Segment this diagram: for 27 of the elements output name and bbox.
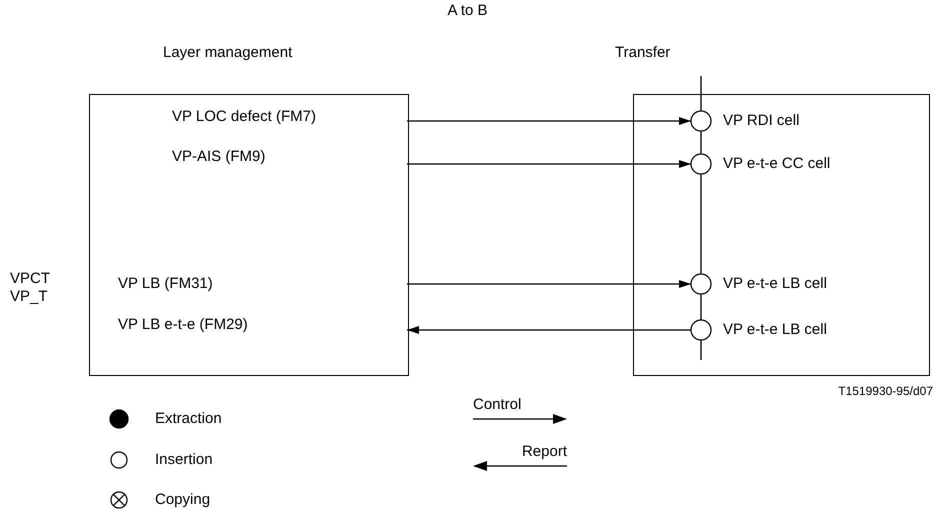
arrow (407, 117, 691, 125)
cell-label: VP e-t-e LB cell (723, 275, 827, 293)
cell-flow-line (700, 131, 702, 154)
legend-label: Insertion (155, 451, 213, 469)
signal-label: VP LOC defect (FM7) (172, 108, 316, 126)
heading: Layer management (163, 44, 292, 62)
cell-flow-line (700, 76, 702, 111)
arrow (407, 160, 691, 168)
side-label: VPCT VP_T (10, 270, 51, 306)
cell-label: VP RDI cell (723, 112, 800, 130)
cell-flow-line (700, 294, 702, 320)
cell-label: VP e-t-e LB cell (723, 321, 827, 339)
heading: Transfer (615, 44, 670, 62)
arrow (407, 326, 691, 334)
signal-label: VP LB e-t-e (FM29) (118, 316, 248, 334)
legend-label: Report (522, 443, 567, 461)
signal-label: VP-AIS (FM9) (172, 148, 266, 166)
legend-label: Control (473, 396, 522, 414)
figure-number: T1519930-95/d07 (838, 383, 933, 400)
legend-label: Copying (155, 491, 210, 509)
title: A to B (446, 2, 489, 20)
signal-label: VP LB (FM31) (118, 275, 213, 293)
arrow (407, 280, 691, 288)
cell-flow-line (700, 174, 702, 274)
legend-label: Extraction (155, 410, 222, 428)
cell-flow-line (700, 340, 702, 360)
cell-label: VP e-t-e CC cell (723, 155, 830, 173)
